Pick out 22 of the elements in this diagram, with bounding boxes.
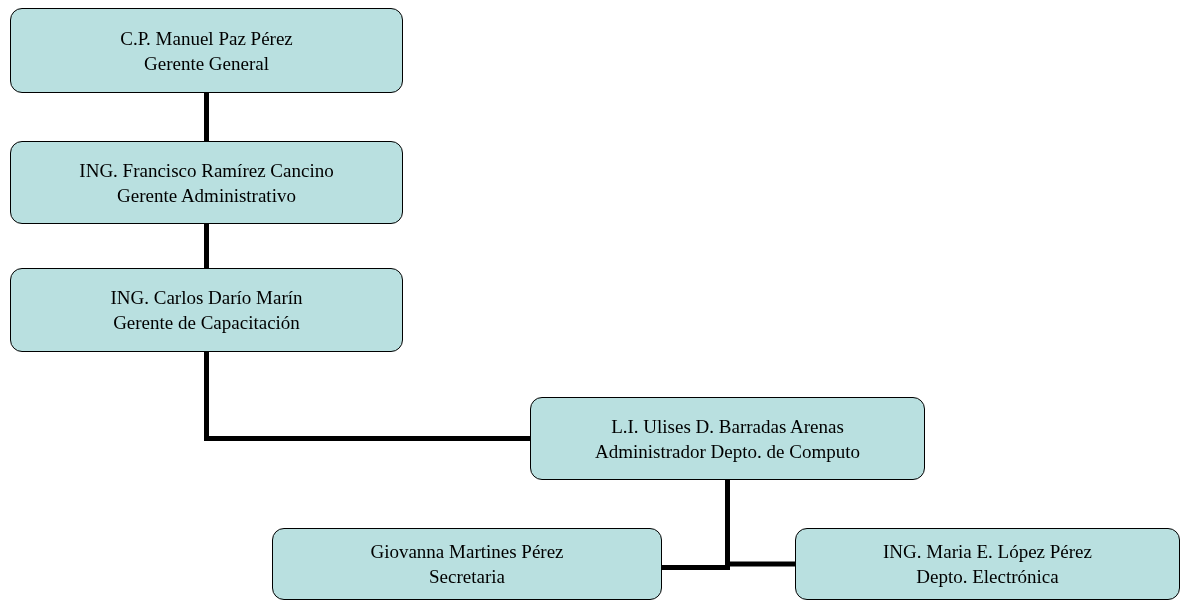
connector-line	[204, 352, 530, 441]
person-name: ING. Maria E. López Pérez	[883, 540, 1092, 564]
job-title: Gerente de Capacitación	[113, 311, 300, 335]
connector-line	[725, 480, 795, 567]
job-title: Depto. Electrónica	[916, 565, 1059, 589]
name-box	[10, 268, 403, 352]
name-box	[795, 528, 1180, 600]
job-title: Administrador Depto. de Computo	[595, 439, 860, 464]
job-title: Gerente General	[144, 51, 269, 76]
name-box	[10, 8, 403, 93]
job-title: Secretaria	[429, 565, 505, 589]
person-name: ING. Francisco Ramírez Cancino	[79, 158, 334, 183]
connector-line	[204, 93, 209, 141]
person-name: L.I. Ulises D. Barradas Arenas	[611, 414, 844, 439]
person-name: C.P. Manuel Paz Pérez	[120, 26, 293, 51]
person-name: Giovanna Martines Pérez	[370, 540, 564, 564]
name-box	[10, 141, 403, 224]
name-box	[530, 397, 925, 480]
connector-line	[204, 224, 209, 268]
job-title: Gerente Administrativo	[117, 183, 296, 208]
person-name: ING. Carlos Darío Marín	[110, 286, 303, 310]
name-box	[272, 528, 662, 600]
